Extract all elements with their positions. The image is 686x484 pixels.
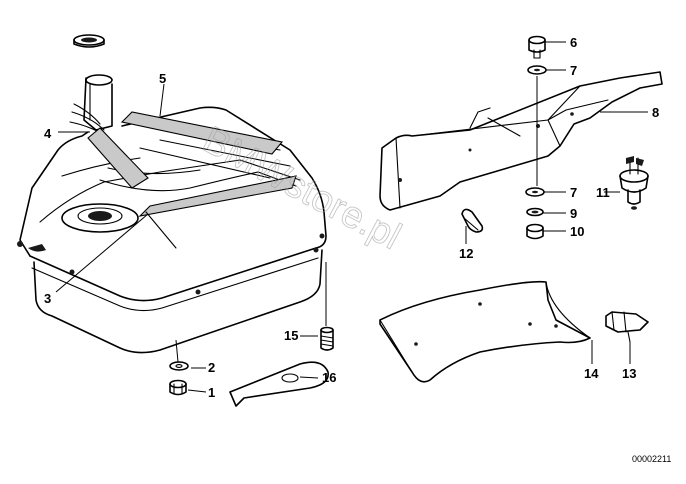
bolt-15 — [320, 326, 334, 351]
nut-1 — [169, 379, 187, 396]
bracket-16 — [229, 361, 329, 407]
callout-2: 2 — [208, 360, 215, 375]
callout-9: 9 — [570, 206, 577, 221]
diagram-part-number: 00002211 — [632, 454, 671, 464]
washer-7-upper — [527, 65, 547, 75]
callout-11: 11 — [596, 185, 610, 200]
callout-10: 10 — [570, 224, 584, 239]
callout-8: 8 — [652, 105, 659, 120]
insulation-pad-4 — [87, 127, 149, 189]
leader-lines — [55, 41, 648, 393]
bolt-6 — [528, 35, 546, 59]
plug-12 — [461, 208, 484, 233]
callout-14: 14 — [584, 366, 599, 381]
filler-neck-ring — [73, 34, 105, 48]
switch-11 — [619, 156, 649, 210]
insulation-pad-5 — [120, 111, 284, 155]
callout-3: 3 — [44, 291, 51, 306]
washer-9 — [526, 207, 544, 217]
washer-2 — [169, 361, 189, 371]
clip-13 — [605, 311, 649, 343]
watermark: BMWstore.pl — [196, 119, 408, 258]
shield-14 — [379, 280, 591, 383]
callout-1: 1 — [208, 385, 215, 400]
callout-13: 13 — [622, 366, 636, 381]
nut-10 — [526, 223, 544, 240]
callout-7-lower: 7 — [570, 185, 577, 200]
insulation-pad-3 — [138, 175, 297, 249]
callout-12: 12 — [459, 246, 473, 261]
callout-4: 4 — [44, 126, 52, 141]
washer-7-lower — [525, 187, 545, 197]
callout-5: 5 — [159, 71, 166, 86]
callout-16: 16 — [322, 370, 336, 385]
callout-7-upper: 7 — [570, 63, 577, 78]
callout-15: 15 — [284, 328, 298, 343]
callouts: 1 2 3 4 5 6 7 7 8 9 10 11 12 13 14 15 16 — [44, 35, 659, 400]
fuel-tank — [17, 74, 327, 354]
callout-6: 6 — [570, 35, 577, 50]
heat-shield-8 — [379, 71, 663, 211]
